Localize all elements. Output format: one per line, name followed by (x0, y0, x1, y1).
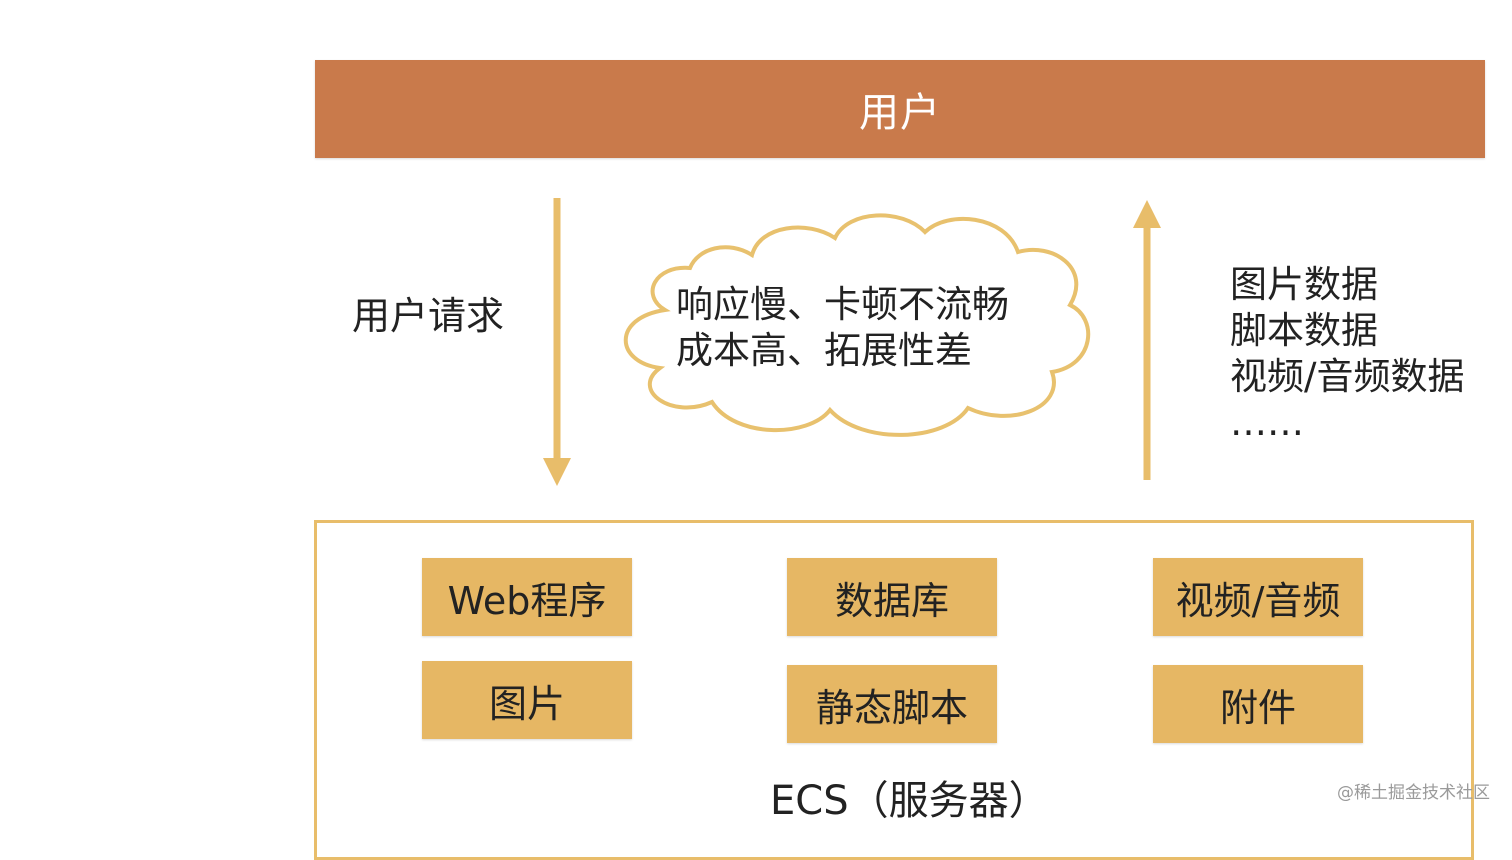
user-bar: 用户 (315, 60, 1485, 158)
response-arrow (1133, 200, 1161, 480)
request-arrow (543, 198, 571, 486)
tile-video-audio: 视频/音频 (1153, 558, 1363, 636)
flow-graphics (543, 198, 1161, 486)
user-bar-label: 用户 (859, 90, 941, 136)
tile-database: 数据库 (787, 558, 997, 636)
problem-line-1: 响应慢、卡顿不流畅 (676, 283, 1009, 326)
problem-line-2: 成本高、拓展性差 (676, 329, 972, 372)
server-caption: ECS（服务器） (770, 778, 1049, 824)
problem-text: 响应慢、卡顿不流畅 成本高、拓展性差 (676, 282, 1009, 374)
response-item: 视频/音频数据 (1230, 355, 1465, 398)
tile-image: 图片 (422, 661, 632, 739)
response-item: 脚本数据 (1230, 309, 1378, 352)
watermark: @稀土掘金技术社区 (1337, 783, 1490, 803)
response-item-ellipsis: …… (1230, 401, 1304, 444)
tile-web-program: Web程序 (422, 558, 632, 636)
problem-cloud (623, 213, 1091, 437)
tile-static-script: 静态脚本 (787, 665, 997, 743)
response-list: 图片数据 脚本数据 视频/音频数据 …… (1230, 262, 1464, 446)
response-item: 图片数据 (1230, 263, 1378, 306)
request-label: 用户请求 (352, 294, 505, 338)
tile-attachment: 附件 (1153, 665, 1363, 743)
